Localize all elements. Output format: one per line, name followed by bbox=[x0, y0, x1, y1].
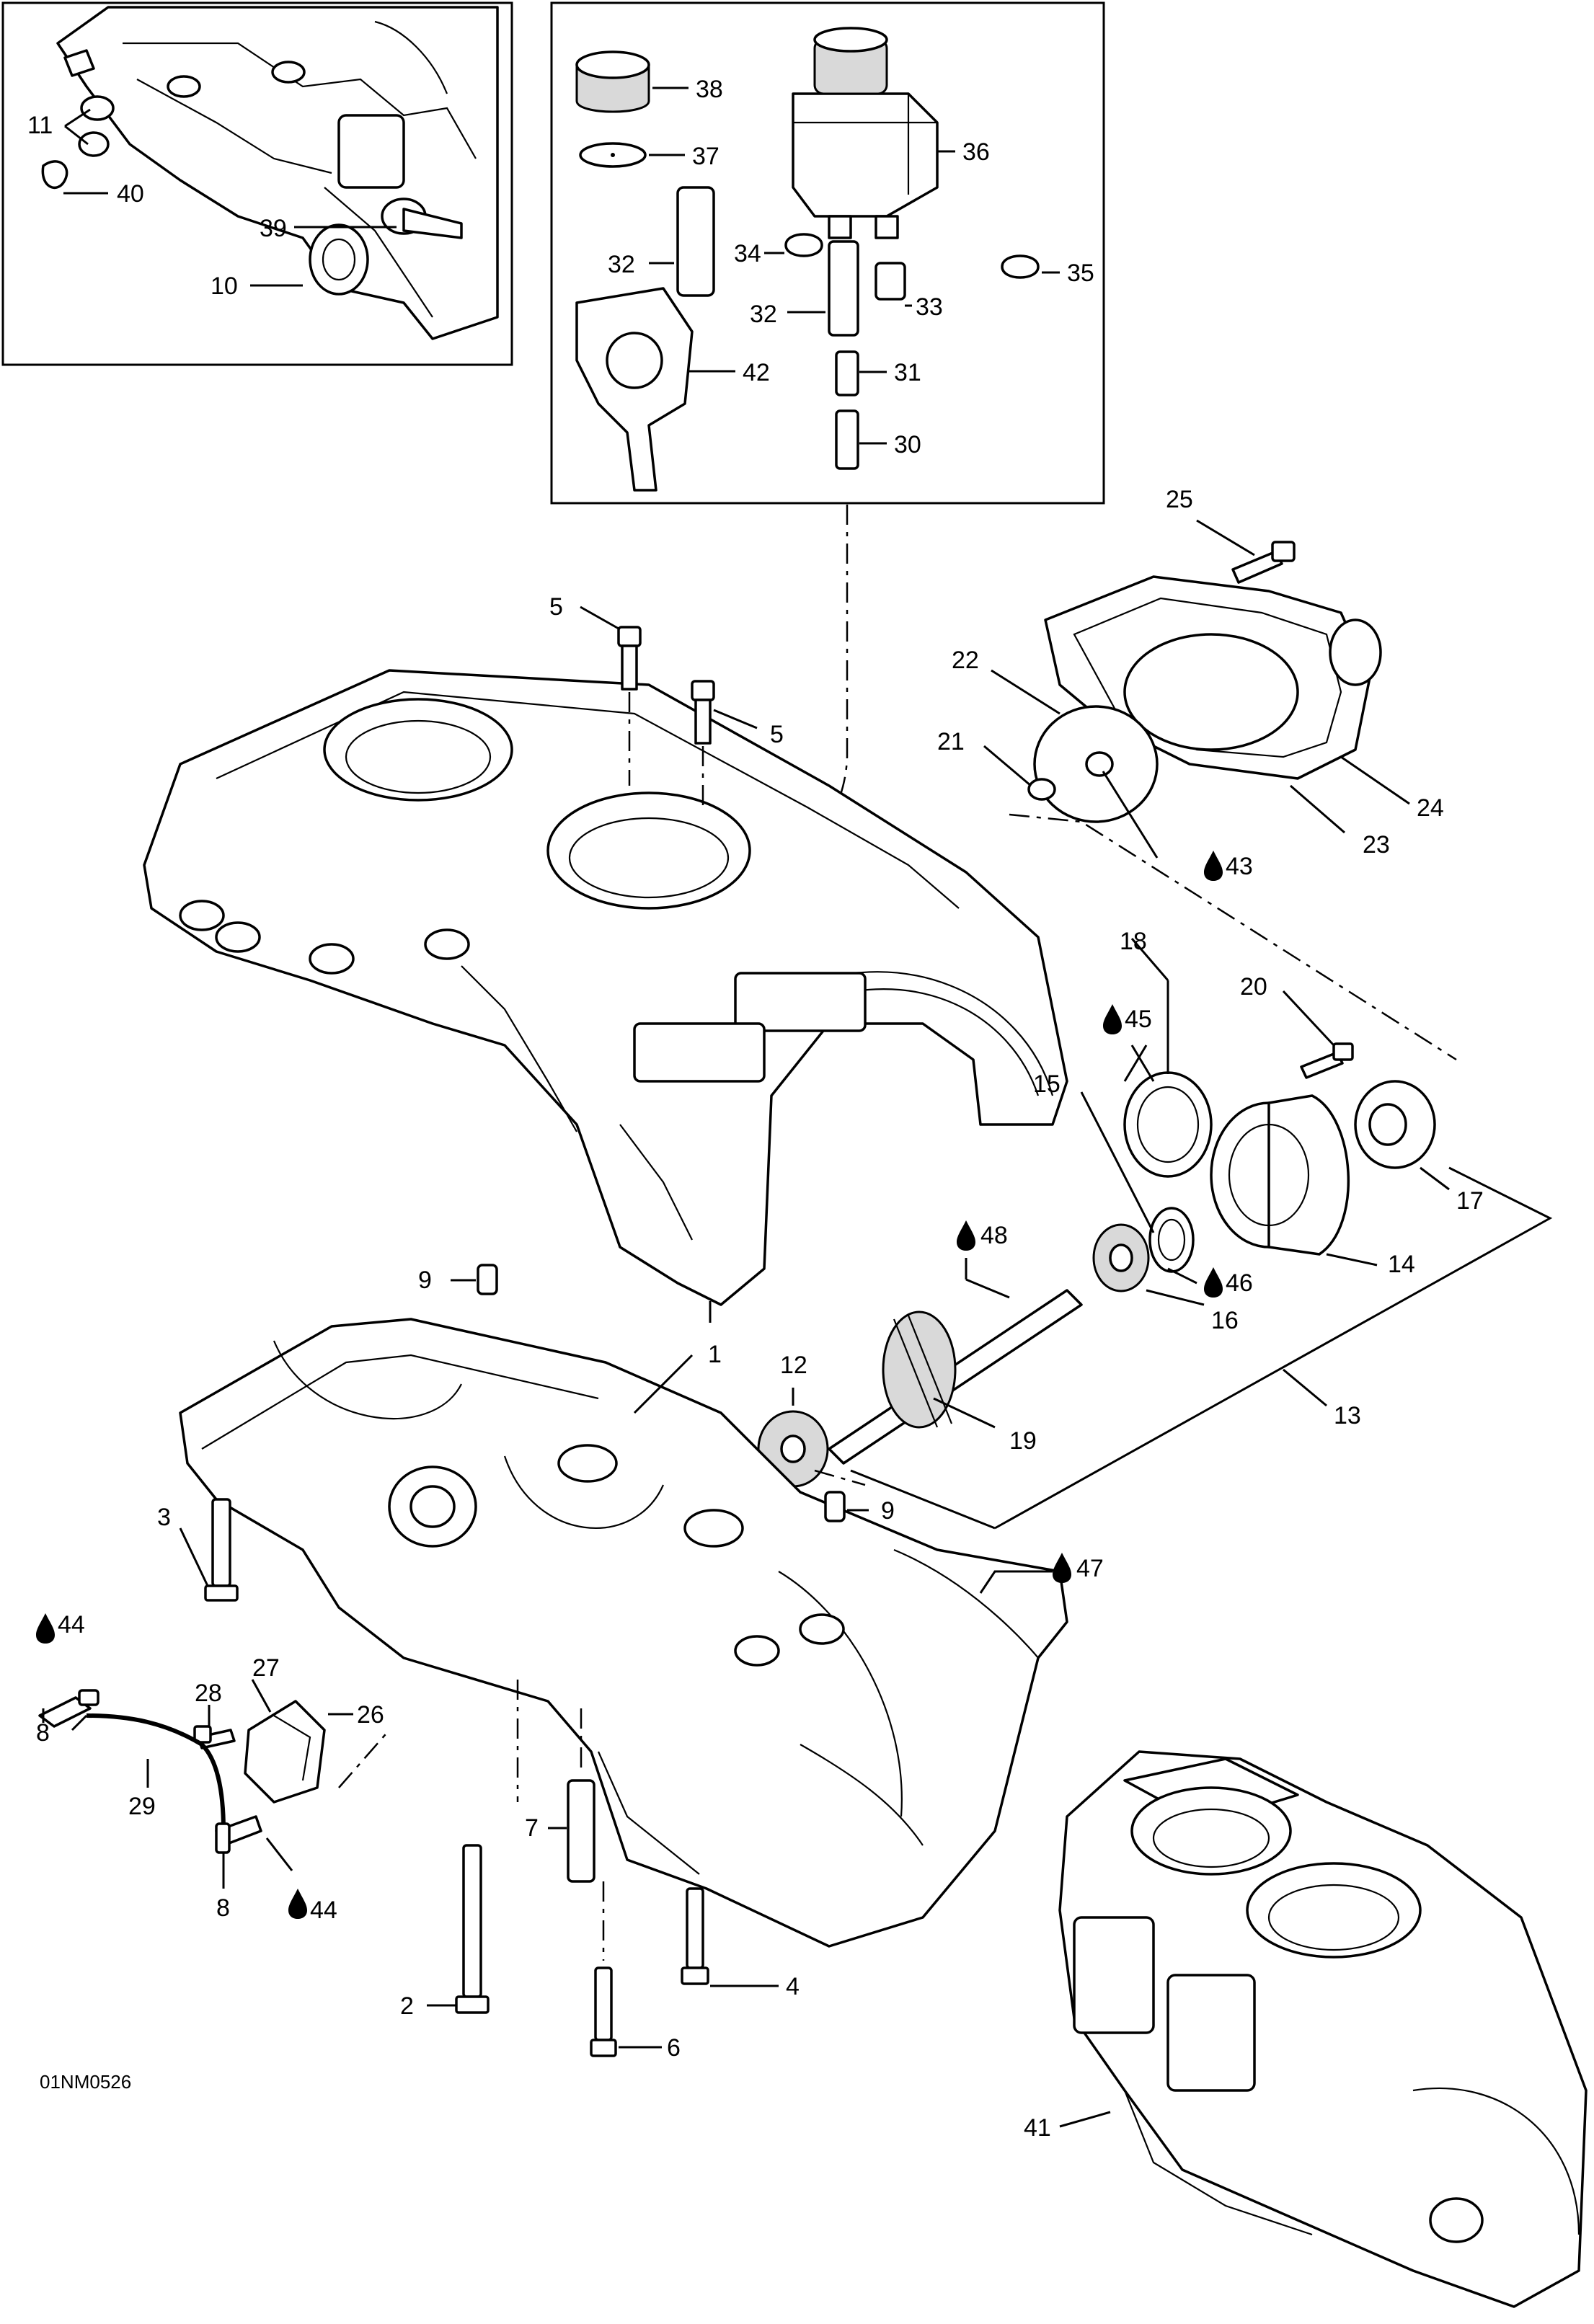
drop-icon bbox=[1103, 1004, 1122, 1034]
callout-17: 17 bbox=[1456, 1187, 1484, 1215]
drop-icon bbox=[1204, 1267, 1223, 1298]
callout-1: 1 bbox=[708, 1341, 722, 1368]
callout-47: 47 bbox=[1076, 1555, 1104, 1582]
callout-37: 37 bbox=[692, 143, 719, 170]
bearing-16 bbox=[1092, 1223, 1150, 1292]
callout-2: 2 bbox=[400, 1992, 414, 2020]
callout-19: 19 bbox=[1009, 1427, 1037, 1455]
bolt-5-right bbox=[691, 680, 715, 807]
washer-21 bbox=[1027, 778, 1056, 801]
callout-13: 13 bbox=[1334, 1402, 1361, 1429]
seal-17 bbox=[1354, 1080, 1436, 1169]
impeller-22 bbox=[1033, 705, 1159, 823]
bolt-2 bbox=[455, 1844, 490, 2014]
stud-7 bbox=[567, 1779, 595, 1883]
inset-detail-oil-reservoir bbox=[550, 1, 1105, 505]
callout-31: 31 bbox=[894, 359, 921, 386]
callout-16: 16 bbox=[1211, 1307, 1239, 1334]
housing-14 bbox=[1210, 1094, 1350, 1256]
callout-23: 23 bbox=[1363, 831, 1390, 859]
callout-18: 18 bbox=[1120, 928, 1147, 955]
dowel-pin-9-top bbox=[477, 1264, 498, 1295]
dowel-pin-9-bottom bbox=[824, 1491, 846, 1522]
bolt-6 bbox=[590, 1966, 617, 2057]
drawing-code: 01NM0526 bbox=[40, 2071, 131, 2093]
callout-15: 15 bbox=[1033, 1070, 1061, 1098]
callout-12: 12 bbox=[780, 1352, 807, 1379]
callout-32-lower: 32 bbox=[750, 301, 777, 328]
callout-38: 38 bbox=[696, 76, 723, 103]
callout-22: 22 bbox=[952, 647, 979, 674]
cover-26 bbox=[244, 1700, 326, 1804]
callout-29: 29 bbox=[128, 1793, 156, 1820]
bolt-3 bbox=[204, 1498, 239, 1602]
drop-icon bbox=[957, 1220, 975, 1251]
callout-21: 21 bbox=[937, 728, 965, 755]
inset-detail-oil-fitting bbox=[1, 1, 513, 366]
callout-labels: 11 40 39 10 38 37 36 32 34 35 32 33 42 3… bbox=[27, 76, 1484, 2142]
callout-44-upper: 44 bbox=[58, 1611, 85, 1638]
lower-crankcase bbox=[179, 1318, 1068, 1948]
callout-20: 20 bbox=[1240, 973, 1267, 1001]
callout-43: 43 bbox=[1226, 853, 1253, 880]
upper-crankcase bbox=[143, 669, 1068, 1306]
callout-39: 39 bbox=[260, 215, 287, 242]
callout-48: 48 bbox=[980, 1222, 1008, 1249]
callout-9-lower: 9 bbox=[881, 1497, 895, 1525]
callout-4: 4 bbox=[786, 1973, 800, 2000]
callout-45: 45 bbox=[1125, 1006, 1152, 1033]
callout-27: 27 bbox=[252, 1654, 280, 1682]
callout-28: 28 bbox=[195, 1680, 222, 1707]
callout-34: 34 bbox=[734, 240, 761, 267]
callout-8-lower: 8 bbox=[216, 1894, 230, 1922]
callout-36: 36 bbox=[962, 138, 990, 166]
callout-11: 11 bbox=[27, 112, 53, 139]
bolt-20 bbox=[1300, 1042, 1354, 1079]
callout-42: 42 bbox=[743, 359, 770, 386]
seal-45 bbox=[1123, 1071, 1213, 1178]
callout-6: 6 bbox=[667, 2034, 681, 2062]
bolt-25 bbox=[1231, 541, 1296, 584]
engine-assembly-41 bbox=[1058, 1750, 1588, 2308]
callout-7: 7 bbox=[525, 1814, 539, 1842]
callout-33: 33 bbox=[916, 293, 943, 321]
drop-icon bbox=[1053, 1553, 1071, 1583]
callout-10: 10 bbox=[211, 272, 238, 300]
callout-14: 14 bbox=[1388, 1251, 1415, 1278]
bolt-5-left bbox=[617, 626, 642, 786]
callout-44-lower: 44 bbox=[310, 1897, 337, 1924]
callout-26: 26 bbox=[357, 1701, 384, 1729]
fitting-8-lower bbox=[215, 1815, 262, 1854]
bolt-4 bbox=[681, 1887, 709, 1985]
drop-icon bbox=[36, 1613, 55, 1644]
callout-24: 24 bbox=[1417, 794, 1444, 822]
callout-35: 35 bbox=[1067, 260, 1094, 287]
callout-25: 25 bbox=[1166, 486, 1193, 513]
ring-15 bbox=[1148, 1207, 1195, 1273]
callout-40: 40 bbox=[117, 180, 144, 208]
drop-icon bbox=[1204, 851, 1223, 881]
callout-46: 46 bbox=[1226, 1269, 1253, 1297]
fitting-8-upper bbox=[38, 1689, 99, 1728]
shaft-19 bbox=[828, 1289, 1083, 1465]
callout-41: 41 bbox=[1024, 2114, 1051, 2142]
callout-3: 3 bbox=[157, 1504, 171, 1531]
callout-30: 30 bbox=[894, 431, 921, 458]
callout-5-upper: 5 bbox=[549, 593, 563, 621]
callout-32-upper: 32 bbox=[608, 251, 635, 278]
callout-9-upper: 9 bbox=[418, 1267, 432, 1294]
callout-5-lower: 5 bbox=[770, 721, 784, 748]
drop-icon bbox=[288, 1889, 307, 1919]
hose-29 bbox=[86, 1713, 226, 1832]
callout-8-upper: 8 bbox=[36, 1719, 50, 1747]
